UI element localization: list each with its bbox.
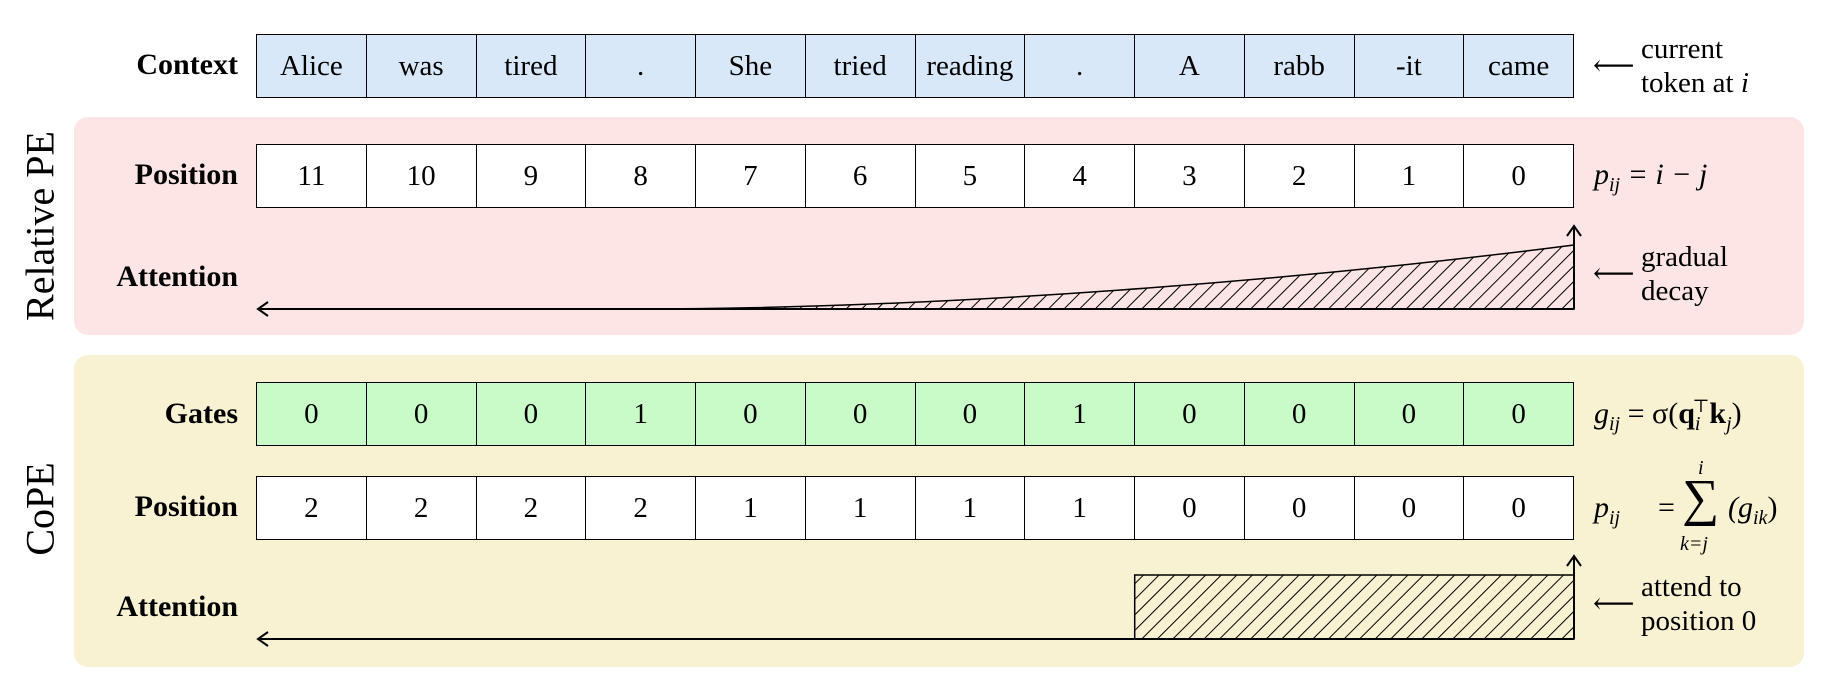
cope-position-cell: 2 — [477, 477, 587, 539]
context-cell: rabb — [1244, 35, 1355, 97]
context-cell: -it — [1354, 35, 1465, 97]
context-cell: She — [696, 35, 806, 97]
relative-position-cell: 4 — [1025, 145, 1135, 207]
current-token-line2: token at i — [1641, 67, 1749, 99]
gates-cell: 0 — [915, 383, 1026, 445]
cope-attention-label: Attention — [116, 590, 238, 623]
relative-position-cell: 2 — [1245, 145, 1355, 207]
cope-position-cell: 2 — [257, 477, 367, 539]
gradual-decay-line1: gradual — [1641, 241, 1728, 273]
gates-cell: 0 — [1135, 383, 1245, 445]
relative-position-cell: 9 — [477, 145, 587, 207]
gates-cell: 0 — [366, 383, 477, 445]
gates-cell: 1 — [1025, 383, 1135, 445]
relative-pe-label: Relative PE — [17, 131, 63, 321]
relative-attention-label: Attention — [116, 260, 238, 293]
gates-cell: 0 — [805, 383, 916, 445]
cope-label: CoPE — [17, 462, 63, 556]
gates-cell: 1 — [586, 383, 696, 445]
context-cell: Alice — [257, 35, 367, 97]
cope-position-label: Position — [134, 490, 238, 523]
context-cell: was — [366, 35, 477, 97]
cope-position-cell: 2 — [586, 477, 696, 539]
cope-position-cell: 0 — [1245, 477, 1355, 539]
context-cell: reading — [915, 35, 1026, 97]
relative-position-cell: 5 — [916, 145, 1026, 207]
context-label: Context — [136, 48, 238, 81]
relative-position-cell: 3 — [1135, 145, 1245, 207]
relative-position-cell: 7 — [696, 145, 806, 207]
attend-position-0-block — [1133, 574, 1575, 640]
cope-position-cell: 1 — [1025, 477, 1135, 539]
relative-position-cell: 10 — [367, 145, 477, 207]
relative-position-formula: pij = i − j — [1594, 158, 1708, 196]
left-arrow-icon: ⟵ — [1593, 588, 1635, 620]
context-cell: tried — [805, 35, 916, 97]
marker-up-arrowhead — [1566, 554, 1582, 567]
gates-cell: 0 — [1244, 383, 1355, 445]
context-cell: . — [1025, 35, 1135, 97]
cope-position-cell: 2 — [367, 477, 477, 539]
relative-position-cell: 1 — [1355, 145, 1465, 207]
cope-position-cell: 0 — [1135, 477, 1245, 539]
context-cell: . — [586, 35, 696, 97]
left-arrow-icon: ⟵ — [1593, 50, 1635, 82]
left-arrow-icon: ⟵ — [1593, 258, 1635, 290]
relative-position-cell: 11 — [257, 145, 367, 207]
gates-cell: 0 — [476, 383, 587, 445]
context-cell: came — [1464, 35, 1573, 97]
gates-label: Gates — [164, 397, 238, 430]
relative-position-label: Position — [134, 158, 238, 191]
cope-position-cell: 1 — [806, 477, 916, 539]
axis-left-arrowhead — [256, 631, 269, 647]
attend-line2: position 0 — [1641, 605, 1757, 637]
gates-cell: 0 — [1464, 383, 1573, 445]
current-token-line1: current — [1641, 33, 1724, 65]
cope-position-cell: 0 — [1511, 491, 1526, 524]
gates-cell: 0 — [257, 383, 367, 445]
axis-left-arrowhead — [256, 301, 269, 317]
cope-attention-plot — [256, 554, 1582, 647]
relative-position-cell: 0 — [1511, 159, 1526, 192]
context-cell: tired — [476, 35, 587, 97]
gates-cell: 0 — [696, 383, 806, 445]
gates-cell: 0 — [1354, 383, 1465, 445]
gate-formula: gij = σ(qi⊤kj) — [1594, 396, 1742, 435]
relative-position-cell: 8 — [586, 145, 696, 207]
relative-position-cell: 6 — [806, 145, 916, 207]
context-cell: A — [1135, 35, 1245, 97]
attend-line1: attend to — [1641, 571, 1742, 603]
cope-position-cell: 0 — [1355, 477, 1465, 539]
relative-attention-plot — [256, 224, 1582, 317]
cope-position-cell: 1 — [696, 477, 806, 539]
gradual-decay-area — [629, 244, 1575, 310]
cope-position-cell: 1 — [916, 477, 1026, 539]
marker-up-arrowhead — [1566, 224, 1582, 237]
gradual-decay-line2: decay — [1641, 275, 1709, 307]
